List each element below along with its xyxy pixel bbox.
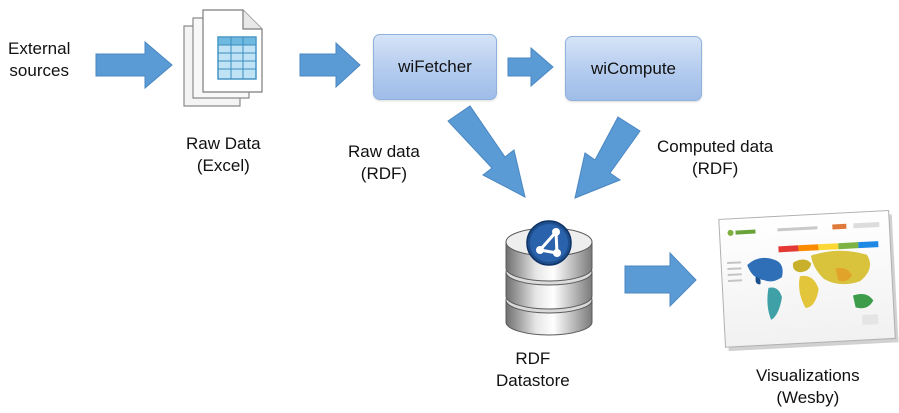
arrow-excel-to-wifetcher: [299, 41, 361, 89]
arrow-external-to-excel: [95, 40, 173, 90]
wicompute-node: wiCompute: [565, 36, 702, 101]
rdf-datastore-label: RDF Datastore: [496, 349, 570, 390]
raw-data-excel-label: Raw Data (Excel): [186, 134, 261, 175]
world-map-screenshot-icon: [718, 210, 899, 352]
visualizations-label: Visualizations (Wesby): [756, 366, 860, 407]
rdf-database-icon: [505, 220, 593, 336]
arrow-wifetcher-to-datastore: [447, 105, 526, 198]
arrow-datastore-to-visualization: [624, 251, 697, 308]
raw-data-rdf-label: Raw data (RDF): [348, 142, 420, 183]
arrow-wifetcher-to-wicompute: [507, 46, 554, 88]
wifetcher-label: wiFetcher: [398, 57, 472, 76]
wicompute-label: wiCompute: [590, 58, 677, 78]
computed-data-rdf-label: Computed data (RDF): [657, 137, 774, 178]
excel-documents-icon: [183, 9, 263, 107]
external-sources-label: External sources: [8, 39, 71, 80]
arrow-wicompute-to-datastore: [574, 116, 641, 199]
wifetcher-node: wiFetcher: [373, 34, 497, 100]
